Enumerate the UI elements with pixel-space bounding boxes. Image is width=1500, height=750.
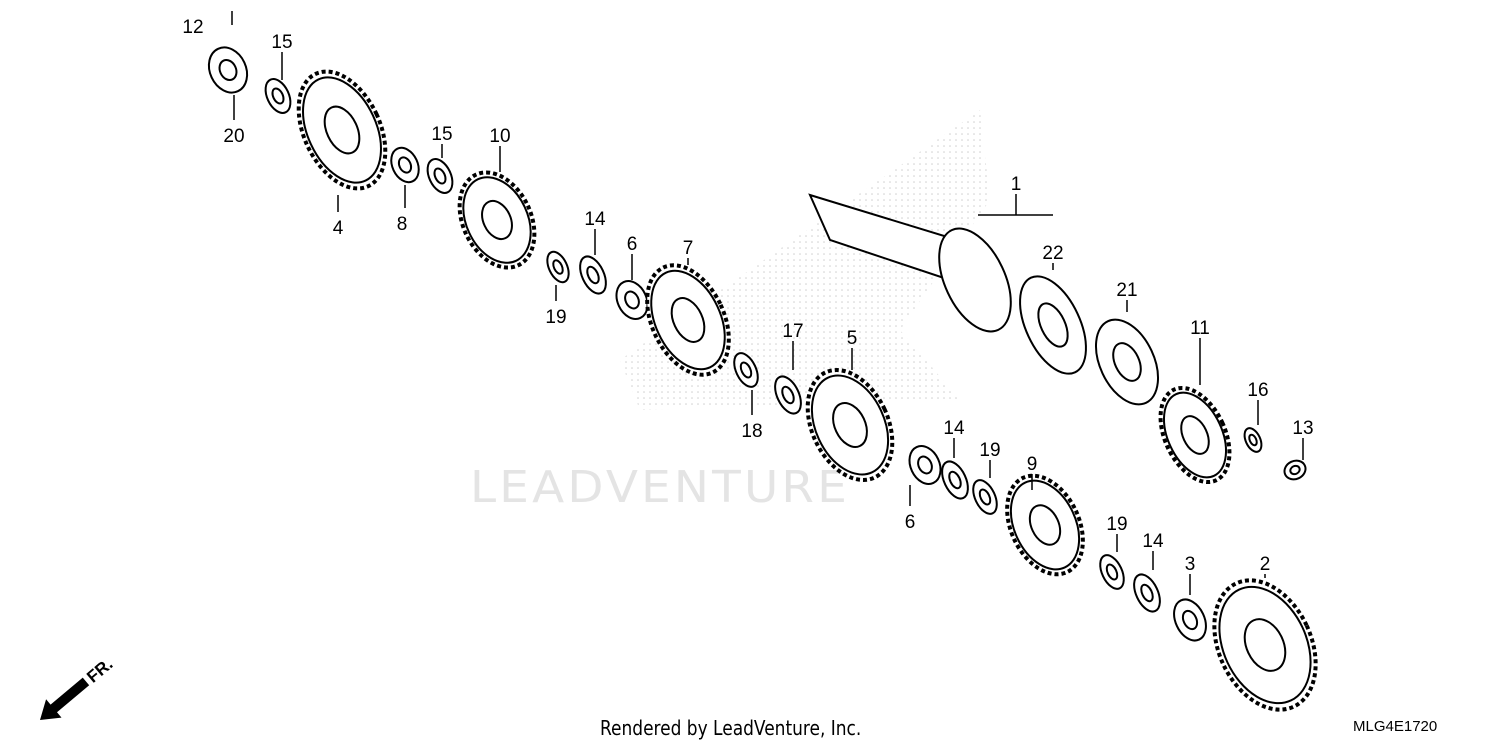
washer-part [264, 78, 292, 114]
part-callout-14[interactable]: 14 [584, 209, 606, 230]
part-callout-19[interactable]: 19 [979, 440, 1000, 461]
washer-part [733, 352, 759, 388]
part-callout-14[interactable]: 14 [1142, 531, 1164, 552]
washer-part [426, 158, 454, 194]
part-callout-7[interactable]: 7 [683, 238, 694, 259]
part-callout-2[interactable]: 2 [1260, 554, 1271, 575]
part-callout-16[interactable]: 16 [1247, 380, 1268, 401]
washer-part [774, 375, 802, 415]
footer-credit: Rendered by LeadVenture, Inc. [600, 716, 862, 740]
front-arrow: FR. [40, 654, 116, 720]
gear-part [805, 368, 895, 482]
part-callout-8[interactable]: 8 [397, 214, 408, 235]
washer-part [546, 250, 570, 284]
part-callout-19[interactable]: 19 [1106, 514, 1127, 535]
bolt-part [1283, 459, 1307, 481]
washer-part [972, 479, 998, 515]
part-callout-5[interactable]: 5 [847, 328, 858, 349]
gear-part [1212, 578, 1318, 712]
part-callout-19[interactable]: 19 [545, 307, 566, 328]
washer-part [941, 460, 969, 500]
part-callout-1[interactable]: 1 [1011, 174, 1022, 195]
part-callout-3[interactable]: 3 [1185, 554, 1196, 575]
part-callout-20[interactable]: 20 [223, 126, 244, 147]
part-callout-9[interactable]: 9 [1027, 454, 1038, 475]
part-callout-4[interactable]: 4 [333, 218, 344, 239]
part-callout-17[interactable]: 17 [782, 321, 803, 342]
shaft-bearing-part [938, 227, 1012, 333]
gear-part [645, 263, 731, 377]
part-callout-15[interactable]: 15 [271, 32, 292, 53]
gear-part [296, 69, 388, 191]
washer-part [1095, 318, 1159, 406]
part-callout-11[interactable]: 11 [1190, 318, 1210, 339]
watermark-text: LEADVENTURE [470, 462, 850, 513]
bearing-part [615, 280, 649, 320]
bearing-part [908, 445, 942, 485]
front-label: FR. [83, 654, 116, 686]
part-callout-10[interactable]: 10 [489, 126, 510, 147]
part-callout-13[interactable]: 13 [1292, 418, 1313, 439]
part-callout-12[interactable]: 12 [182, 17, 203, 38]
part-callout-6[interactable]: 6 [905, 512, 916, 533]
washer-part [1243, 427, 1263, 453]
washer-part [1099, 554, 1125, 590]
part-callout-14[interactable]: 14 [943, 418, 965, 439]
part-callout-15[interactable]: 15 [431, 124, 452, 145]
diagram-code: MLG4E1720 [1353, 718, 1438, 735]
bearing-part [1173, 598, 1207, 642]
gear-part [1005, 473, 1085, 577]
gear-part [1158, 385, 1232, 485]
part-callout-18[interactable]: 18 [741, 421, 762, 442]
washer-part [579, 255, 607, 295]
part-callout-21[interactable]: 21 [1116, 280, 1137, 301]
part-callout-22[interactable]: 22 [1042, 243, 1063, 264]
gear-part [457, 170, 537, 270]
washer-part [1133, 573, 1161, 613]
part-callout-6[interactable]: 6 [627, 234, 638, 255]
bearing-part [207, 46, 249, 94]
bearing-part [390, 146, 420, 184]
washer-part [1019, 275, 1087, 375]
